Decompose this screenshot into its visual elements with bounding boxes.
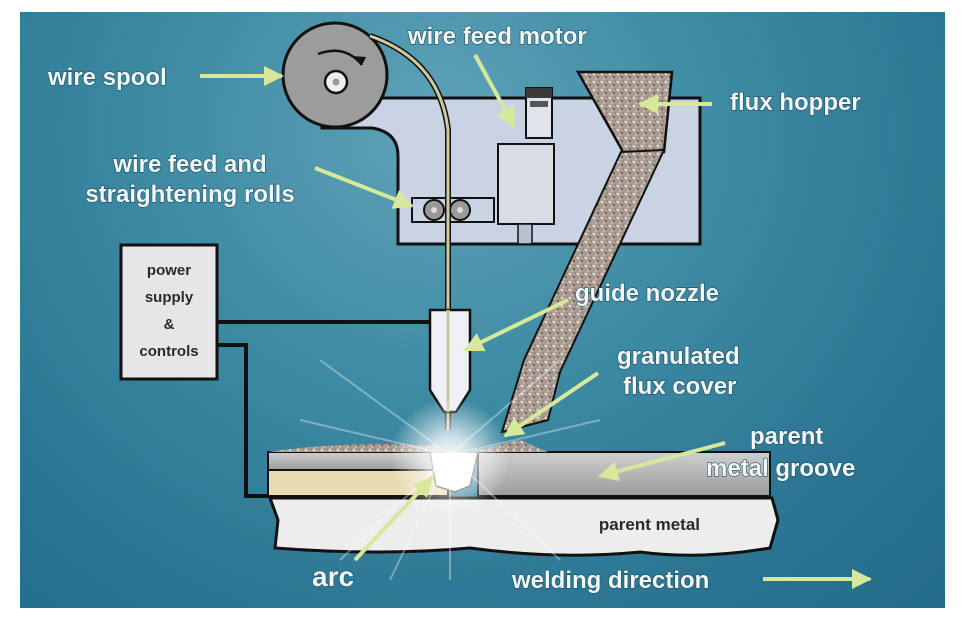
granulated-flux-label-line1: granulated bbox=[617, 343, 740, 370]
welding-diagram: power supply & controls parent metal bbox=[46, 21, 872, 595]
arrow-feed-rolls bbox=[314, 166, 414, 209]
guide-nozzle-label: guide nozzle bbox=[575, 280, 719, 307]
arrow-guide-nozzle bbox=[463, 298, 569, 352]
power-supply-label-line2: supply bbox=[145, 289, 194, 306]
wire-feed-rolls bbox=[411, 197, 495, 223]
power-supply-box: power supply & controls bbox=[119, 243, 219, 381]
wire-feed-motor bbox=[497, 87, 555, 245]
arc-label: arc bbox=[312, 561, 354, 592]
parent-groove-label-line2: metal groove bbox=[706, 455, 855, 482]
diagram-canvas: power supply & controls parent metal bbox=[20, 12, 945, 608]
wire-spool-label: wire spool bbox=[47, 64, 167, 91]
arrow-parent-groove bbox=[598, 441, 726, 482]
power-supply-label-line4: controls bbox=[139, 343, 198, 360]
welding-direction-label: welding direction bbox=[511, 567, 709, 594]
parent-metal-label: parent metal bbox=[599, 515, 700, 534]
guide-nozzle bbox=[428, 308, 472, 414]
arrow-wire-feed-motor bbox=[473, 54, 516, 128]
power-cable-work bbox=[217, 343, 268, 498]
arrow-granulated-flux bbox=[503, 371, 600, 438]
workpiece: parent metal bbox=[267, 440, 780, 557]
granulated-flux-label-line2: flux cover bbox=[623, 373, 736, 400]
wire-feed-rolls-label-line1: wire feed and bbox=[112, 151, 266, 178]
flux-hopper-label: flux hopper bbox=[730, 89, 861, 116]
parent-groove-label-line1: parent bbox=[750, 423, 823, 450]
wire-feed-motor-label: wire feed motor bbox=[407, 23, 587, 50]
power-supply-label-line1: power bbox=[147, 262, 191, 279]
wire-feed-rolls-label-line2: straightening rolls bbox=[85, 181, 294, 208]
flux-hopper bbox=[500, 70, 674, 434]
arrow-arc bbox=[353, 476, 434, 562]
power-supply-label-line3: & bbox=[164, 316, 175, 333]
